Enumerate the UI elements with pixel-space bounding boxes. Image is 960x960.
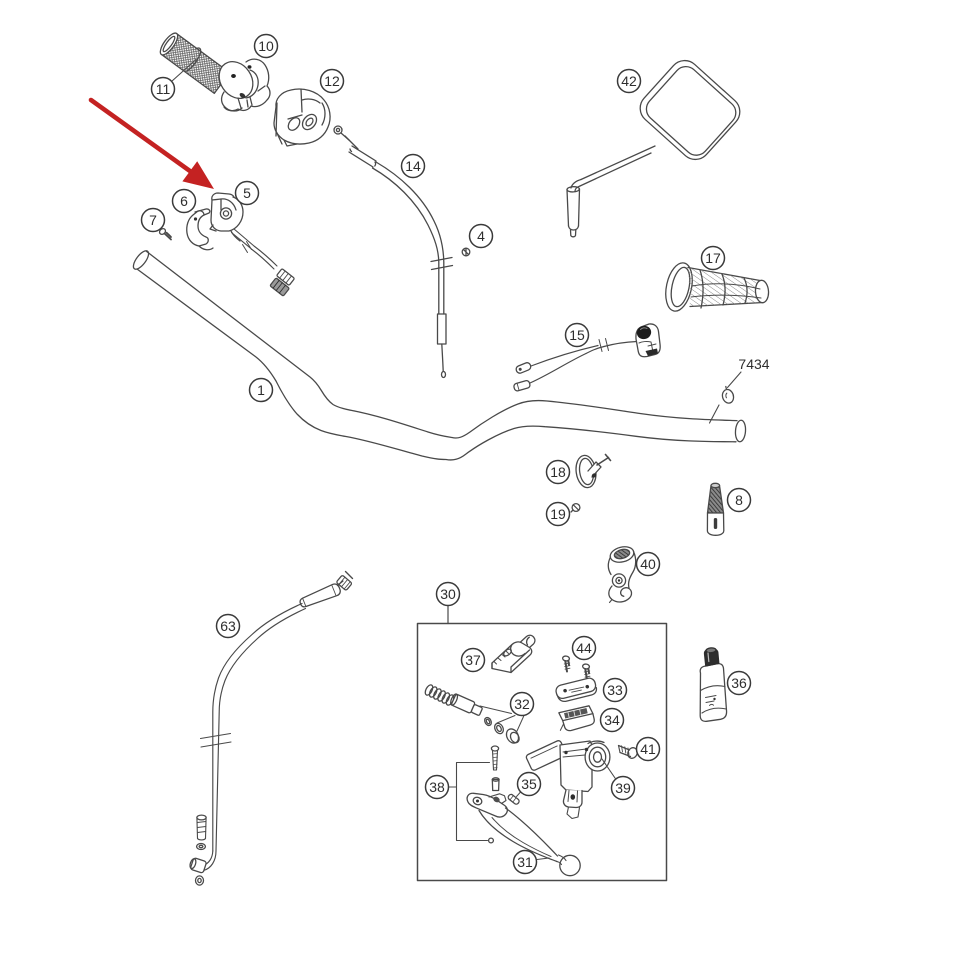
svg-text:33: 33: [607, 682, 623, 698]
part-callout-36: 36: [726, 670, 752, 696]
part-callout-4: 4: [468, 223, 494, 249]
part-kit-32: [424, 684, 525, 744]
svg-text:32: 32: [514, 696, 530, 712]
part-mirror-42: [566, 59, 741, 238]
part-bracket-6: [186, 208, 214, 251]
part-callout-1: 1: [248, 377, 274, 403]
part-cable-14: [333, 125, 454, 379]
part-housing-5: [209, 192, 295, 297]
part-bottle-36: [699, 647, 728, 723]
part-master-cylinder-39: [525, 740, 616, 820]
part-callout-33: 33: [602, 677, 628, 703]
svg-text:6: 6: [180, 193, 188, 209]
svg-text:15: 15: [569, 327, 585, 343]
svg-text:38: 38: [429, 779, 445, 795]
svg-text:37: 37: [465, 652, 481, 668]
part-bracket-37: [491, 634, 536, 674]
part-callout-15: 15: [564, 322, 590, 348]
part-lever-31: [466, 792, 581, 877]
kit-box-30: [416, 605, 668, 882]
part-callout-37: 37: [460, 647, 486, 673]
svg-text:42: 42: [621, 73, 637, 89]
part-throttle-assembly: [159, 32, 271, 112]
svg-text:11: 11: [156, 81, 171, 97]
svg-text:34: 34: [604, 712, 620, 728]
highlight-arrow: [88, 97, 214, 189]
svg-text:7: 7: [149, 212, 157, 228]
part-callout-44: 44: [571, 635, 597, 661]
part-callout-31: 31: [512, 849, 538, 875]
part-callout-10: 10: [253, 33, 279, 59]
part-callout-19: 19: [545, 501, 571, 527]
svg-text:10: 10: [258, 38, 274, 54]
part-callout-17: 17: [700, 245, 726, 271]
part-housing-12: [273, 88, 331, 147]
part-handlebar: [132, 250, 747, 461]
svg-text:4: 4: [477, 228, 485, 244]
svg-text:63: 63: [220, 618, 236, 634]
part-callout-63: 63: [215, 613, 241, 639]
svg-text:39: 39: [615, 780, 631, 796]
part-screw-7: [158, 227, 172, 241]
svg-text:19: 19: [550, 506, 566, 522]
svg-text:31: 31: [517, 854, 533, 870]
part-callout-34: 34: [599, 707, 625, 733]
part-clamp-18: [575, 453, 612, 489]
svg-text:17: 17: [705, 250, 721, 266]
part-callout-8: 8: [726, 487, 752, 513]
part-clamp-40: [607, 546, 637, 604]
svg-text:44: 44: [576, 640, 592, 656]
part-callout-42: 42: [616, 68, 642, 94]
part-bolt-38: [448, 745, 500, 844]
part-plate-33: [555, 677, 598, 703]
part-callout-30: 30: [435, 581, 461, 607]
part-callout-11: 11: [150, 76, 176, 102]
svg-text:12: 12: [324, 73, 340, 89]
part-callout-14: 14: [400, 153, 426, 179]
part-boot-34: [558, 705, 595, 732]
part-callout-38: 38: [424, 774, 450, 800]
svg-text:30: 30: [440, 586, 456, 602]
text-label-7434: 7434: [738, 356, 769, 372]
part-callout-41: 41: [635, 736, 661, 762]
svg-text:41: 41: [640, 741, 656, 757]
part-switch-15: [513, 323, 661, 392]
part-callout-5: 5: [234, 180, 260, 206]
svg-text:8: 8: [735, 492, 743, 508]
part-callout-35: 35: [516, 771, 542, 797]
part-callout-12: 12: [319, 68, 345, 94]
part-callout-7: 7: [140, 207, 166, 233]
part-callout-40: 40: [635, 551, 661, 577]
part-plug-8: [706, 482, 725, 536]
part-cable-63: [189, 570, 354, 886]
part-grip-17: [665, 262, 770, 312]
part-clip-7434: [708, 371, 742, 424]
part-callout-39: 39: [610, 775, 636, 801]
svg-text:35: 35: [521, 776, 537, 792]
part-callout-6: 6: [171, 188, 197, 214]
svg-text:1: 1: [257, 382, 265, 398]
svg-text:5: 5: [243, 185, 251, 201]
part-screws-44: [561, 655, 591, 681]
part-screw-41: [617, 744, 638, 759]
svg-text:14: 14: [405, 158, 421, 174]
svg-text:36: 36: [731, 675, 747, 691]
part-pin-35: [507, 791, 522, 805]
part-screw-19: [570, 502, 581, 513]
part-callout-18: 18: [545, 459, 571, 485]
part-callout-32: 32: [509, 691, 535, 717]
leader-lines: [170, 58, 197, 83]
part-nut-4: [461, 247, 471, 257]
svg-text:18: 18: [550, 464, 566, 480]
svg-text:40: 40: [640, 556, 656, 572]
